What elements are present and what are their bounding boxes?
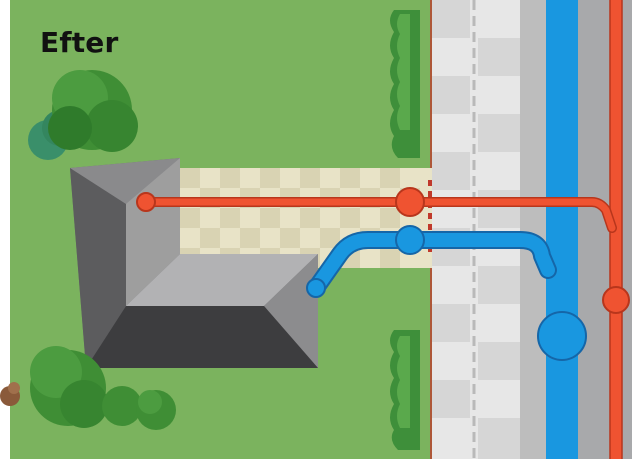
paved-driveway [180, 168, 432, 268]
page-title: Efter [40, 26, 119, 59]
curb [520, 0, 546, 459]
tree-icon [30, 346, 176, 430]
sidewalk [432, 0, 520, 459]
tree-icon [28, 70, 138, 160]
hedge-icon [390, 10, 420, 450]
shrub-icon [0, 382, 20, 406]
sewer-pipe [136, 0, 630, 459]
water-pipe [306, 0, 587, 459]
left-margin [0, 0, 10, 459]
